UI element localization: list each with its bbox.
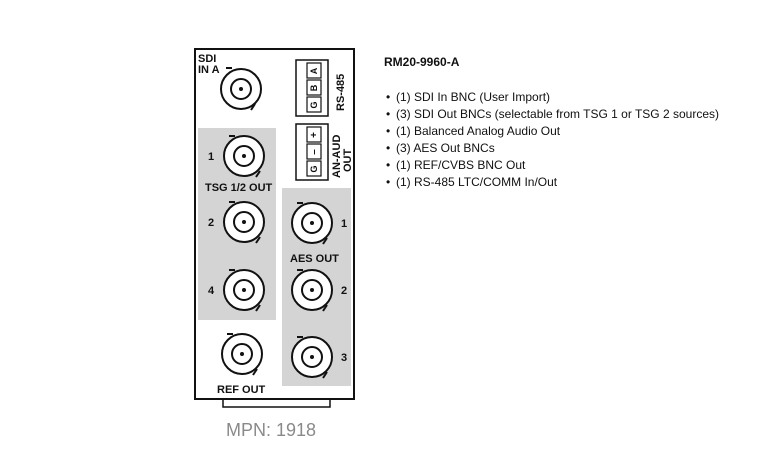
spec-item: (1) REF/CVBS BNC Out xyxy=(386,157,719,174)
mpn-label: MPN: 1918 xyxy=(226,420,317,440)
rs485-pin-b: B xyxy=(309,84,319,91)
bnc-aes-1 xyxy=(291,202,333,245)
spec-title: RM20-9960-A xyxy=(384,55,460,69)
bnc-aes-3 xyxy=(291,336,333,379)
an-aud-label: AN-AUD xyxy=(331,135,343,178)
an-aud-pin-g: G xyxy=(309,165,319,172)
tsg-number-4: 4 xyxy=(208,285,215,297)
tsg-out-label: TSG 1/2 OUT xyxy=(205,182,273,194)
spec-item: (1) RS-485 LTC/COMM In/Out xyxy=(386,174,719,191)
tsg-number-2: 2 xyxy=(208,217,214,229)
spec-list: (1) SDI In BNC (User Import) (3) SDI Out… xyxy=(386,89,719,191)
an-aud-terminal-block: + – G xyxy=(295,123,329,181)
rs485-terminal-block: A B G xyxy=(295,59,329,117)
bnc-ref-out xyxy=(221,333,263,376)
panel-bottom-tab xyxy=(222,399,331,408)
spec-item: (3) SDI Out BNCs (selectable from TSG 1 … xyxy=(386,106,719,123)
bnc-tsg-1 xyxy=(223,135,265,178)
bnc-tsg-4 xyxy=(223,269,265,312)
ref-out-label: REF OUT xyxy=(217,384,266,396)
an-aud-out-label: OUT xyxy=(342,149,354,173)
an-aud-pin-plus: + xyxy=(309,132,320,138)
spec-item: (3) AES Out BNCs xyxy=(386,140,719,157)
rs485-label: RS-485 xyxy=(335,74,347,111)
aes-number-1: 1 xyxy=(341,218,347,230)
in-a-label: IN A xyxy=(198,64,220,76)
rs485-pin-a: A xyxy=(309,67,319,74)
aes-number-3: 3 xyxy=(341,352,347,364)
aes-out-label: AES OUT xyxy=(290,253,339,265)
rs485-pin-g: G xyxy=(309,101,319,108)
bnc-aes-2 xyxy=(291,269,333,312)
bnc-sdi-in-a xyxy=(220,67,262,111)
an-aud-pin-minus: – xyxy=(309,149,320,155)
bnc-tsg-2 xyxy=(223,201,265,244)
tsg-number-1: 1 xyxy=(208,151,214,163)
spec-item: (1) SDI In BNC (User Import) xyxy=(386,89,719,106)
spec-item: (1) Balanced Analog Audio Out xyxy=(386,123,719,140)
sdi-label: SDI xyxy=(198,53,216,65)
aes-number-2: 2 xyxy=(341,285,347,297)
